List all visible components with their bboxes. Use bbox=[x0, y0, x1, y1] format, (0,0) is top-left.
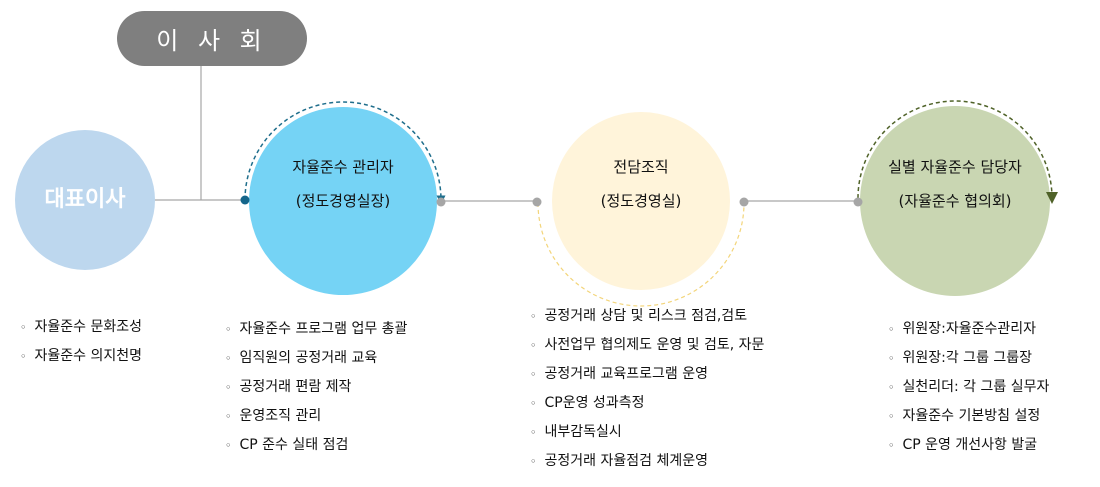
list-item-text: 자율준수 기본방침 설정 bbox=[902, 408, 1041, 424]
board-of-directors-box: 이 사 회 bbox=[117, 11, 307, 66]
connector-dot bbox=[436, 197, 446, 207]
list-item-text: 자율준수 프로그램 업무 총괄 bbox=[239, 321, 408, 337]
list-item-text: 자율준수 문화조성 bbox=[34, 319, 143, 335]
ceo-title: 대표이사 bbox=[44, 187, 126, 212]
list-item: ◦ 위원장:자율준수관리자 bbox=[888, 315, 1049, 344]
list-item-text: 내부감독실시 bbox=[544, 424, 622, 440]
bullet-icon: ◦ bbox=[530, 310, 537, 323]
dept-circle bbox=[552, 112, 730, 290]
list-item: ◦ 자율준수 문화조성 bbox=[20, 313, 142, 342]
list-item-text: 공정거래 상담 및 리스크 점검,검토 bbox=[544, 308, 748, 324]
council-node: 실별 자율준수 담당자 (자율준수 협의회) bbox=[860, 150, 1050, 218]
ceo-duties-list: ◦ 자율준수 문화조성 ◦ 자율준수 의지천명 bbox=[20, 313, 142, 371]
list-item: ◦ CP운영 성과측정 bbox=[530, 389, 764, 418]
ceo-node: 대표이사 bbox=[15, 130, 155, 270]
list-item: ◦ 임직원의 공정거래 교육 bbox=[225, 344, 407, 373]
bullet-icon: ◦ bbox=[530, 397, 537, 410]
list-item-text: 공정거래 자율점검 체계운영 bbox=[544, 453, 708, 469]
list-item: ◦ 사전업무 협의제도 운영 및 검토, 자문 bbox=[530, 331, 764, 360]
list-item: ◦ 공정거래 편람 제작 bbox=[225, 373, 407, 402]
list-item-text: 운영조직 관리 bbox=[239, 408, 322, 424]
list-item-text: 위원장:각 그룹 그룹장 bbox=[902, 350, 1033, 366]
list-item: ◦ 실천리더: 각 그룹 실무자 bbox=[888, 373, 1049, 402]
board-label: 이 사 회 bbox=[156, 27, 268, 55]
node-subtitle: (자율준수 협의회) bbox=[898, 192, 1012, 210]
list-item: ◦ CP 운영 개선사항 발굴 bbox=[888, 431, 1049, 460]
list-item: ◦ 자율준수 의지천명 bbox=[20, 342, 142, 371]
bullet-icon: ◦ bbox=[530, 426, 537, 439]
list-item: ◦ CP 준수 실태 점검 bbox=[225, 431, 407, 460]
list-item-text: 사전업무 협의제도 운영 및 검토, 자문 bbox=[544, 337, 765, 353]
list-item: ◦ 자율준수 프로그램 업무 총괄 bbox=[225, 315, 407, 344]
list-item: ◦ 자율준수 기본방침 설정 bbox=[888, 402, 1049, 431]
bullet-icon: ◦ bbox=[888, 352, 895, 365]
node-subtitle: (정도경영실) bbox=[600, 192, 682, 210]
list-item-text: 임직원의 공정거래 교육 bbox=[239, 350, 378, 366]
bullet-icon: ◦ bbox=[225, 352, 232, 365]
manager-node: 자율준수 관리자 (정도경영실장) bbox=[249, 150, 437, 218]
bullet-icon: ◦ bbox=[888, 439, 895, 452]
bullet-icon: ◦ bbox=[20, 350, 27, 363]
manager-circle bbox=[249, 107, 437, 295]
ceo-circle bbox=[15, 130, 155, 270]
list-item: ◦ 내부감독실시 bbox=[530, 418, 764, 447]
list-item-text: 공정거래 교육프로그램 운영 bbox=[544, 366, 708, 382]
council-duties-list: ◦ 위원장:자율준수관리자 ◦ 위원장:각 그룹 그룹장 ◦ 실천리더: 각 그룹 실무자… bbox=[888, 315, 1049, 460]
node-title: 실별 자율준수 담당자 bbox=[888, 158, 1022, 176]
bullet-icon: ◦ bbox=[530, 339, 537, 352]
list-item: ◦ 위원장:각 그룹 그룹장 bbox=[888, 344, 1049, 373]
connector-dot bbox=[240, 195, 250, 205]
connector-dot bbox=[532, 197, 542, 207]
list-item-text: 자율준수 의지천명 bbox=[34, 348, 143, 364]
list-item-text: CP 준수 실태 점검 bbox=[239, 437, 349, 453]
dept-duties-list: ◦ 공정거래 상담 및 리스크 점검,검토 ◦ 사전업무 협의제도 운영 및 검토, … bbox=[530, 302, 764, 476]
bullet-icon: ◦ bbox=[530, 368, 537, 381]
manager-duties-list: ◦ 자율준수 프로그램 업무 총괄 ◦ 임직원의 공정거래 교육 ◦ 공정거래 편람 제작… bbox=[225, 315, 407, 460]
list-item: ◦ 공정거래 자율점검 체계운영 bbox=[530, 447, 764, 476]
list-item-text: CP운영 성과측정 bbox=[544, 395, 645, 411]
list-item-text: CP 운영 개선사항 발굴 bbox=[902, 437, 1038, 453]
list-item: ◦ 공정거래 교육프로그램 운영 bbox=[530, 360, 764, 389]
bullet-icon: ◦ bbox=[530, 455, 537, 468]
bullet-icon: ◦ bbox=[225, 381, 232, 394]
bullet-icon: ◦ bbox=[20, 321, 27, 334]
node-title: 자율준수 관리자 bbox=[292, 158, 394, 176]
list-item: ◦ 운영조직 관리 bbox=[225, 402, 407, 431]
council-dashed-arc bbox=[857, 100, 1058, 204]
node-subtitle: (정도경영실장) bbox=[295, 192, 391, 210]
list-item: ◦ 공정거래 상담 및 리스크 점검,검토 bbox=[530, 302, 764, 331]
bullet-icon: ◦ bbox=[225, 323, 232, 336]
list-item-text: 실천리더: 각 그룹 실무자 bbox=[902, 379, 1050, 395]
node-title: 전담조직 bbox=[613, 158, 669, 176]
bullet-icon: ◦ bbox=[225, 439, 232, 452]
bullet-icon: ◦ bbox=[888, 410, 895, 423]
bullet-icon: ◦ bbox=[225, 410, 232, 423]
connector-dot bbox=[739, 197, 749, 207]
bullet-icon: ◦ bbox=[888, 323, 895, 336]
manager-dashed-arc bbox=[244, 101, 446, 205]
list-item-text: 공정거래 편람 제작 bbox=[239, 379, 352, 395]
dept-node: 전담조직 (정도경영실) bbox=[552, 150, 730, 218]
list-item-text: 위원장:자율준수관리자 bbox=[902, 321, 1037, 337]
bullet-icon: ◦ bbox=[888, 381, 895, 394]
connector-dot bbox=[853, 197, 863, 207]
council-circle bbox=[860, 106, 1050, 296]
dept-dashed-arc bbox=[537, 202, 745, 307]
